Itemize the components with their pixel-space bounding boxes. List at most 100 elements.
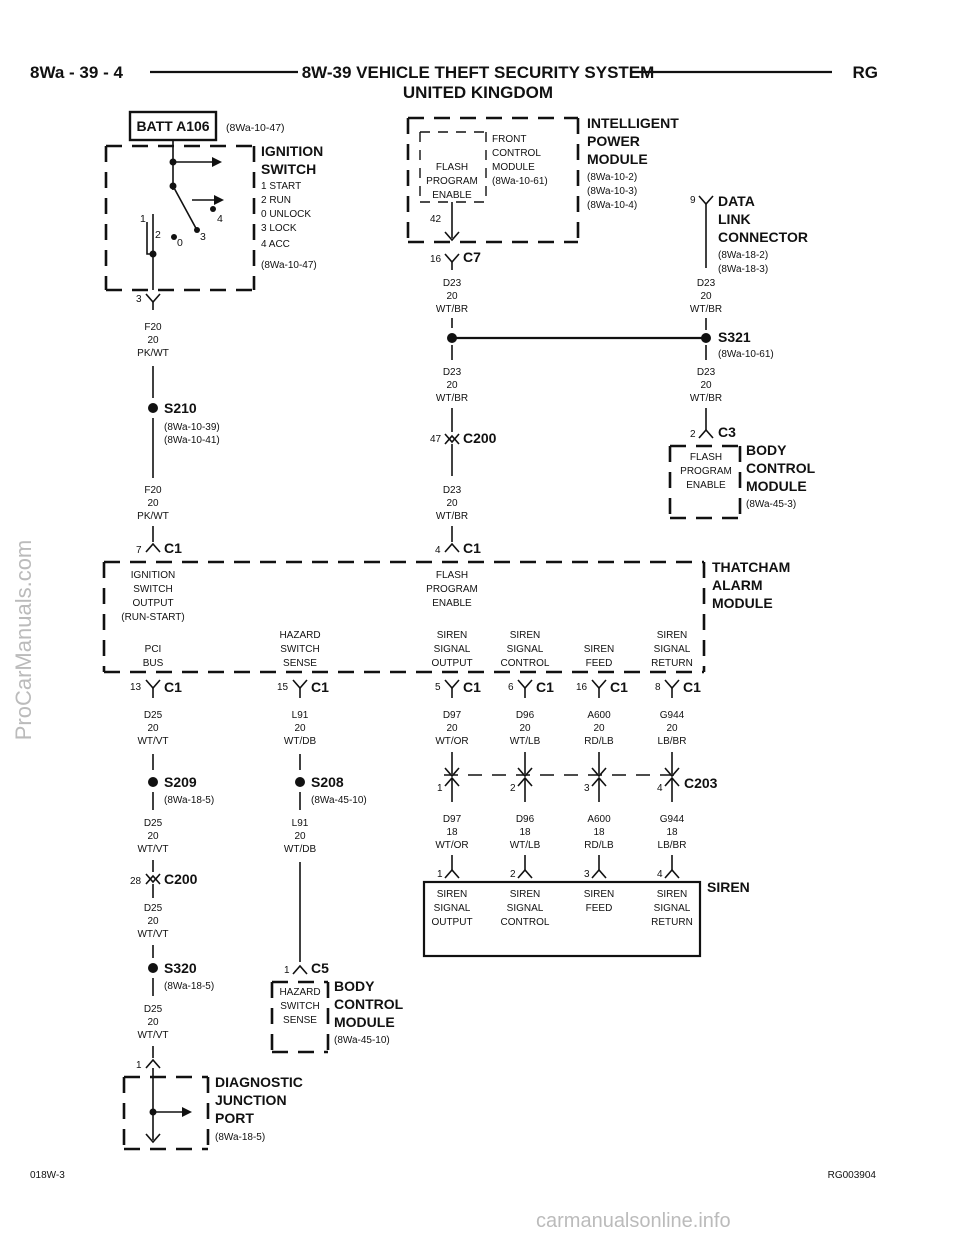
wire-f20-b-name: F20 xyxy=(144,485,162,496)
ign-position-acc: 4 ACC xyxy=(261,239,290,250)
wire-f20-b-color: PK/WT xyxy=(137,511,169,522)
wire-d23-e-name: D23 xyxy=(697,367,716,378)
wire-d96-a-name: D96 xyxy=(516,710,535,721)
bcm-top-flash-2: PROGRAM xyxy=(680,466,732,477)
bcm-bottom-haz-2: SWITCH xyxy=(280,1001,319,1012)
wire-d25-d-name: D25 xyxy=(144,1004,163,1015)
splice-s320: S320 xyxy=(164,960,197,976)
wire-d25-c-gauge: 20 xyxy=(147,916,159,927)
ipm-ref-2: (8Wa-10-3) xyxy=(587,186,637,197)
wire-f20-b-gauge: 20 xyxy=(147,498,159,509)
siren-name: SIREN xyxy=(707,879,750,895)
wire-d96-b-name: D96 xyxy=(516,814,535,825)
ign-pos-4: 4 xyxy=(217,213,223,225)
wire-f20-a-gauge: 20 xyxy=(147,335,159,346)
wire-d96-b-color: WT/LB xyxy=(510,840,541,851)
tam-c1-pin-5: 5 xyxy=(435,682,441,693)
tam-c1-pin-7: 7 xyxy=(136,545,142,556)
bcm-bottom-name-3: MODULE xyxy=(334,1014,395,1030)
siren-pin-4: 4 xyxy=(657,869,663,880)
ign-pos-0: 0 xyxy=(177,237,183,249)
bcm-top-name-2: CONTROL xyxy=(746,460,816,476)
wire-d97-a-gauge: 20 xyxy=(446,723,458,734)
batt-ref: (8Wa-10-47) xyxy=(226,122,285,134)
ign-position-run: 2 RUN xyxy=(261,195,291,206)
bcm-top-ref: (8Wa-45-3) xyxy=(746,499,796,510)
page-subtitle: UNITED KINGDOM xyxy=(403,83,553,102)
wire-a600-b-name: A600 xyxy=(587,814,611,825)
batt-label: BATT A106 xyxy=(136,118,209,134)
tam-sctrl-1: SIREN xyxy=(510,630,541,641)
tam-pci-2: BUS xyxy=(143,658,164,669)
wire-d23-b-color: WT/BR xyxy=(436,393,468,404)
footer-left: 018W-3 xyxy=(30,1170,65,1181)
wire-d96-b-gauge: 18 xyxy=(519,827,531,838)
bcm-bottom-name-2: CONTROL xyxy=(334,996,404,1012)
data-link-connector: DATA LINK CONNECTOR (8Wa-18-2) (8Wa-18-3… xyxy=(718,193,808,275)
tam-sout-1: SIREN xyxy=(437,630,468,641)
ipm-ref-1: (8Wa-10-2) xyxy=(587,172,637,183)
djp-name-2: JUNCTION xyxy=(215,1092,287,1108)
ipm-flash-2: PROGRAM xyxy=(426,176,478,187)
tam-c1-pin-13: 13 xyxy=(130,682,142,693)
connector-c203: C203 xyxy=(684,775,718,791)
connector-c200-top: C200 xyxy=(463,430,497,446)
tam-ign-1: IGNITION xyxy=(131,570,175,581)
djp-name-3: PORT xyxy=(215,1110,254,1126)
wire-l91-b-gauge: 20 xyxy=(294,831,306,842)
dlc-ref-2: (8Wa-18-3) xyxy=(718,264,768,275)
ign-switch-name2: SWITCH xyxy=(261,161,316,177)
ipm-name-1: INTELLIGENT xyxy=(587,115,679,131)
tam-sfeed-1: SIREN xyxy=(584,644,615,655)
wire-d97-a-color: WT/OR xyxy=(435,736,468,747)
wire-d96-a-color: WT/LB xyxy=(510,736,541,747)
wire-d25-a-name: D25 xyxy=(144,710,163,721)
page-number: 8Wa - 39 - 4 xyxy=(30,63,123,82)
connector-c5: C5 xyxy=(311,960,329,976)
wire-l91-b-name: L91 xyxy=(292,818,309,829)
bcm-bottom-pin: 1 xyxy=(284,965,290,976)
bcm-top-name-1: BODY xyxy=(746,442,787,458)
c200-top-pin: 47 xyxy=(430,434,442,445)
tam-haz-2: SWITCH xyxy=(280,644,319,655)
wire-d25-c-name: D25 xyxy=(144,903,163,914)
ipm-flash-1: FLASH xyxy=(436,162,468,173)
wire-d25-b-color: WT/VT xyxy=(137,844,168,855)
tam-sret-2: SIGNAL xyxy=(654,644,691,655)
siren-pin-1: 1 xyxy=(437,869,443,880)
tam-flash-2: PROGRAM xyxy=(426,584,478,595)
ipm-ref-3: (8Wa-10-4) xyxy=(587,200,637,211)
tam-sout-2: SIGNAL xyxy=(434,644,471,655)
tam-c1-pin-16: 16 xyxy=(576,682,588,693)
bcm-top-flash-3: ENABLE xyxy=(686,480,726,491)
ipm-fcm-ref: (8Wa-10-61) xyxy=(492,176,548,187)
wire-d23-c-color: WT/BR xyxy=(436,511,468,522)
tam-flash-1: FLASH xyxy=(436,570,468,581)
tam-haz-3: SENSE xyxy=(283,658,317,669)
siren-pin-3: 3 xyxy=(584,869,590,880)
wire-d96-a-gauge: 20 xyxy=(519,723,531,734)
bcm-bottom-haz-3: SENSE xyxy=(283,1015,317,1026)
ipm-fcm-1: FRONT xyxy=(492,134,526,145)
tam-c1-pin-8: 8 xyxy=(655,682,661,693)
tam-c1-top-right: C1 xyxy=(463,540,481,556)
connector-c7: C7 xyxy=(463,249,481,265)
dlc-name-2: LINK xyxy=(718,211,751,227)
wire-d23-c-gauge: 20 xyxy=(446,498,458,509)
section-code: RG xyxy=(853,63,879,82)
siren-pin-2: 2 xyxy=(510,869,516,880)
ipm-fcm-3: MODULE xyxy=(492,162,535,173)
ipm-name-3: MODULE xyxy=(587,151,648,167)
connector-c3: C3 xyxy=(718,424,736,440)
tam-c1-b1: C1 xyxy=(164,679,182,695)
siren: SIREN SIREN SIGNAL OUTPUT SIREN SIGNAL C… xyxy=(422,879,750,958)
wire-d25-c-color: WT/VT xyxy=(137,929,168,940)
watermark-left: ProCarManuals.com xyxy=(4,380,44,900)
tam-sfeed-2: FEED xyxy=(586,658,613,669)
splice-s208-ref: (8Wa-45-10) xyxy=(311,795,367,806)
ipm-name-2: POWER xyxy=(587,133,640,149)
wire-d23-c-name: D23 xyxy=(443,485,462,496)
ign-switch-ref: (8Wa-10-47) xyxy=(261,260,317,271)
bcm-bottom-name-1: BODY xyxy=(334,978,375,994)
splice-s209-ref: (8Wa-18-5) xyxy=(164,795,214,806)
